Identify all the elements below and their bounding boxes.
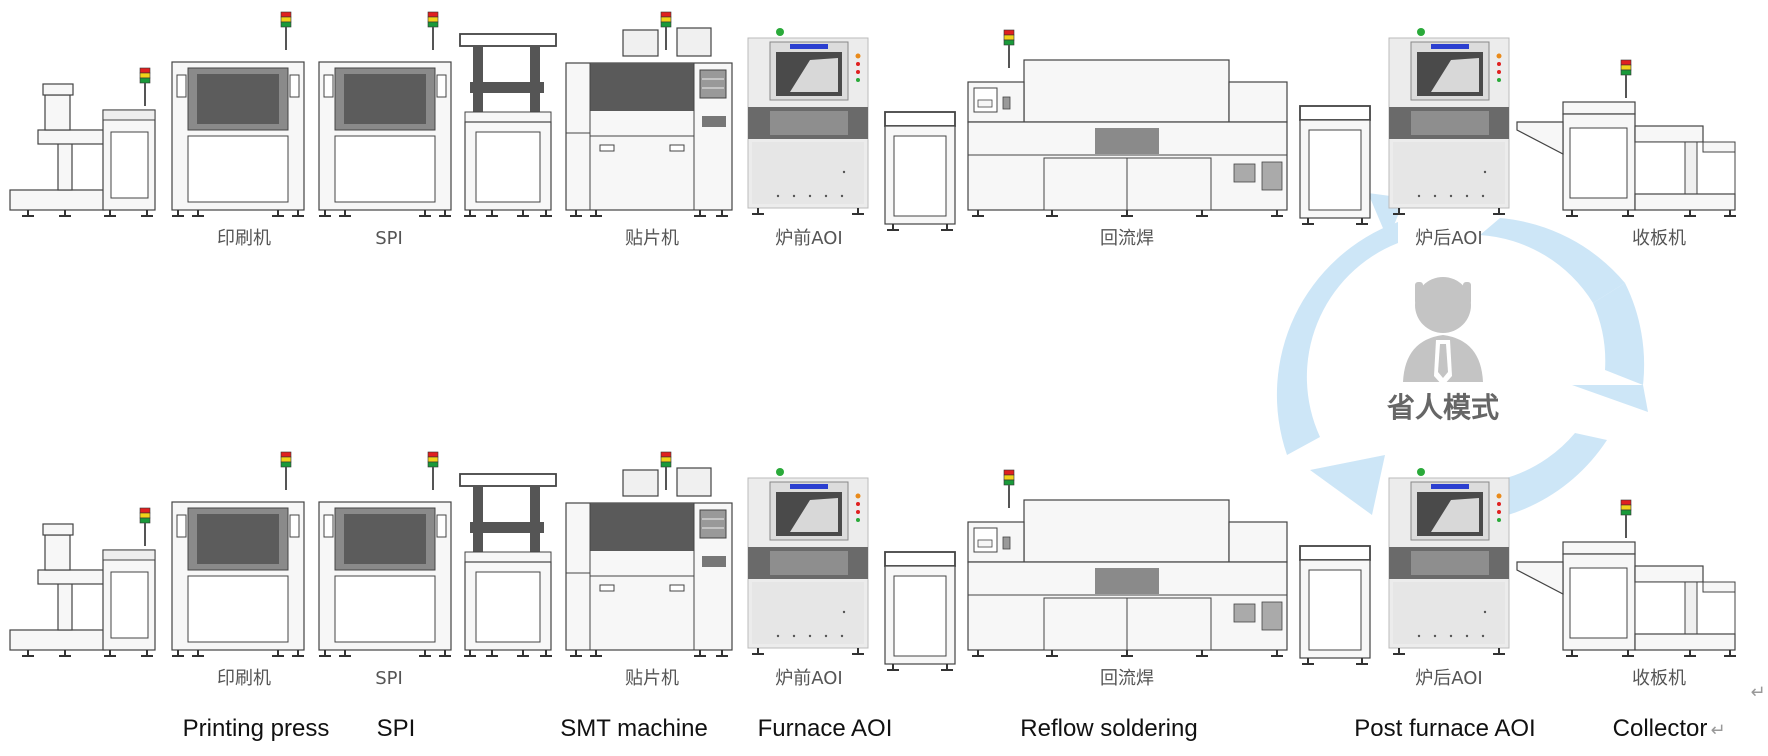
en-label-mounter: SMT machine [560, 715, 708, 742]
label-reflow: 回流焊 [1100, 668, 1154, 689]
label-unloader: 收板机 [1632, 668, 1686, 689]
arrow-right [1593, 283, 1645, 385]
line-bottom-machines [10, 452, 1736, 670]
label-mounter: 贴片机 [625, 668, 679, 689]
mode-label: 省人模式 [1387, 391, 1499, 424]
label-post-aoi: 炉后AOI [1415, 228, 1482, 249]
en-label-printer: Printing press [183, 715, 330, 742]
label-spi: SPI [375, 228, 403, 249]
en-label-spi: SPI [377, 715, 416, 742]
label-mounter: 贴片机 [625, 228, 679, 249]
label-unloader: 收板机 [1632, 228, 1686, 249]
operator-icon [1403, 277, 1483, 386]
production-line-top [10, 12, 1736, 230]
line-top-machines [10, 12, 1736, 230]
label-pre-aoi: 炉前AOI [775, 228, 842, 249]
return-mark: ↵ [1750, 682, 1765, 703]
en-label-reflow: Reflow soldering [1020, 715, 1197, 742]
arrow-left [1276, 222, 1398, 455]
line-bottom-labels: 印刷机 SPI 贴片机 炉前AOI 回流焊 炉后AOI 收板机 [217, 668, 1686, 689]
en-label-pre-aoi: Furnace AOI [758, 715, 893, 742]
production-line-bottom [10, 452, 1736, 670]
en-label-unloader: Collector [1613, 715, 1708, 742]
arrow-top-head [1572, 385, 1648, 412]
english-labels: Printing press SPI SMT machine Furnace A… [183, 715, 1726, 742]
label-pre-aoi: 炉前AOI [775, 668, 842, 689]
arrow-bottom-head [1310, 455, 1385, 515]
label-printer: 印刷机 [217, 228, 271, 249]
en-return-mark: ↵ [1710, 720, 1725, 741]
label-post-aoi: 炉后AOI [1415, 668, 1482, 689]
arrow-top [1480, 218, 1625, 303]
label-spi: SPI [375, 668, 403, 689]
en-label-post-aoi: Post furnace AOI [1354, 715, 1535, 742]
label-printer: 印刷机 [217, 668, 271, 689]
label-reflow: 回流焊 [1100, 228, 1154, 249]
line-top-labels: 印刷机 SPI 贴片机 炉前AOI 回流焊 炉后AOI 收板机 [217, 228, 1686, 249]
